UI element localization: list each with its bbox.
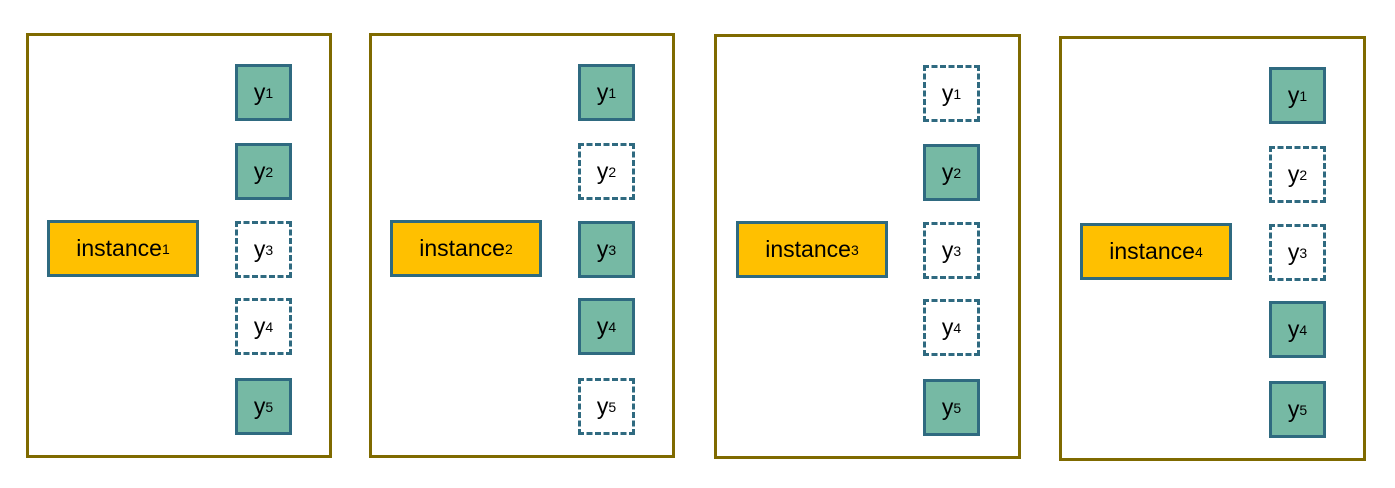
label-text: y: [253, 236, 266, 262]
label-text: y: [1287, 239, 1300, 265]
label-text: y: [941, 159, 954, 185]
instance-text: instance: [419, 235, 505, 261]
label-text: y: [253, 158, 266, 184]
instance-text: instance: [76, 235, 162, 261]
label-text: y: [1287, 396, 1300, 422]
label-text: y: [253, 393, 266, 419]
label-text: y: [596, 313, 609, 339]
instance-text: instance: [765, 236, 851, 262]
label-text: y: [1287, 161, 1300, 187]
label-text: y: [941, 394, 954, 420]
label-text: y: [941, 314, 954, 340]
label-text: y: [1287, 316, 1300, 342]
instance-text: instance: [1109, 238, 1195, 264]
label-text: y: [1287, 82, 1300, 108]
label-text: y: [596, 158, 609, 184]
label-text: y: [596, 236, 609, 262]
label-text: y: [253, 313, 266, 339]
label-text: y: [253, 79, 266, 105]
label-text: y: [941, 80, 954, 106]
label-text: y: [941, 237, 954, 263]
label-text: y: [596, 79, 609, 105]
label-text: y: [596, 393, 609, 419]
